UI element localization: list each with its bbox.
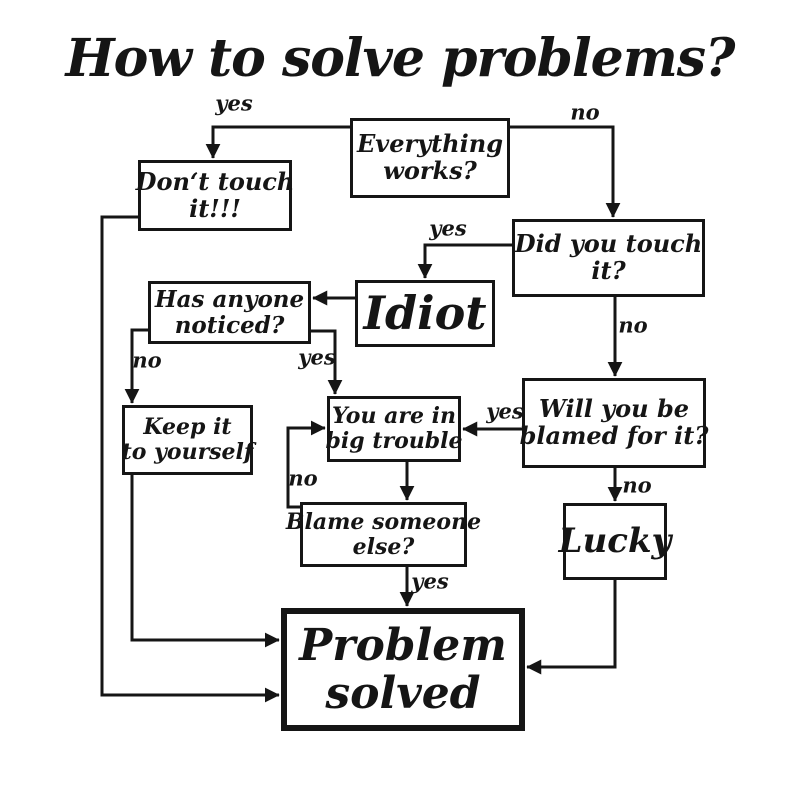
node-label-line: Idiot: [363, 285, 487, 340]
node-label-line: solved: [325, 667, 481, 719]
node-label-line: Don‘t touch: [135, 166, 295, 196]
edge-blame-no-loop-line: [286, 420, 326, 509]
node-did-you-touch-it: Did you touch it?: [512, 219, 705, 297]
edge-works-no-line: [510, 125, 621, 218]
edge-noticed-yes-line: [311, 329, 343, 395]
edge-label-touch-no: no: [618, 312, 648, 338]
node-label-line: Blame someone: [285, 508, 482, 535]
node-label-line: it?: [591, 256, 626, 285]
node-will-you-be-blamed: Will you be blamed for it?: [519, 378, 709, 468]
edge-label-blamed-yes: yes: [486, 398, 524, 424]
node-label-line: Keep it: [143, 414, 232, 441]
node-idiot: Idiot: [355, 280, 495, 347]
node-label-line: You are in: [332, 403, 456, 430]
edge-noticed-no-line: [124, 328, 148, 404]
edge-label-blamed-no: no: [622, 472, 652, 498]
edge-keep-solved-line: [130, 475, 280, 648]
edge-label-works-no: no: [570, 99, 600, 125]
node-lucky: Lucky: [559, 503, 671, 580]
edge-label-noticed-no: no: [132, 347, 162, 373]
node-dont-touch-it: Don‘t touch it!!!: [135, 160, 295, 231]
node-blame-someone-else: Blame someone else?: [286, 502, 481, 567]
edge-label-works-yes: yes: [215, 90, 253, 116]
edge-label-blame-yes: yes: [411, 568, 449, 594]
edge-dont-touch-solved-line: [100, 215, 280, 703]
edge-lucky-solved-line: [526, 580, 617, 675]
node-keep-it-to-yourself: Keep it to yourself: [122, 405, 253, 475]
node-label-line: Will you be: [538, 394, 690, 424]
node-label-line: Did you touch: [514, 229, 703, 259]
node-label-line: blamed for it?: [519, 421, 709, 450]
node-problem-solved: Problem solved: [281, 608, 525, 731]
edge-label-noticed-yes: yes: [298, 344, 336, 370]
node-label-line: Everything: [357, 129, 503, 159]
node-label-line: big trouble: [325, 428, 463, 454]
edge-touch-yes-line: [417, 243, 512, 279]
node-label-line: it!!!: [189, 193, 241, 223]
edge-label-blame-no: no: [288, 465, 318, 491]
node-everything-works: Everything works?: [350, 118, 510, 198]
node-label-line: Lucky: [558, 521, 672, 562]
node-label-line: works?: [383, 156, 477, 185]
node-label-line: noticed?: [174, 311, 285, 339]
page-title: How to solve problems?: [65, 28, 735, 89]
node-label-line: to yourself: [121, 439, 254, 465]
node-label-line: else?: [352, 533, 415, 560]
node-has-anyone-noticed: Has anyone noticed?: [148, 281, 311, 344]
node-label-line: Problem: [299, 619, 507, 671]
edge-works-yes-line: [205, 125, 350, 159]
edge-label-touch-yes: yes: [429, 215, 467, 241]
node-you-are-in-big-trouble: You are in big trouble: [325, 396, 463, 462]
node-label-line: Has anyone: [154, 285, 305, 313]
